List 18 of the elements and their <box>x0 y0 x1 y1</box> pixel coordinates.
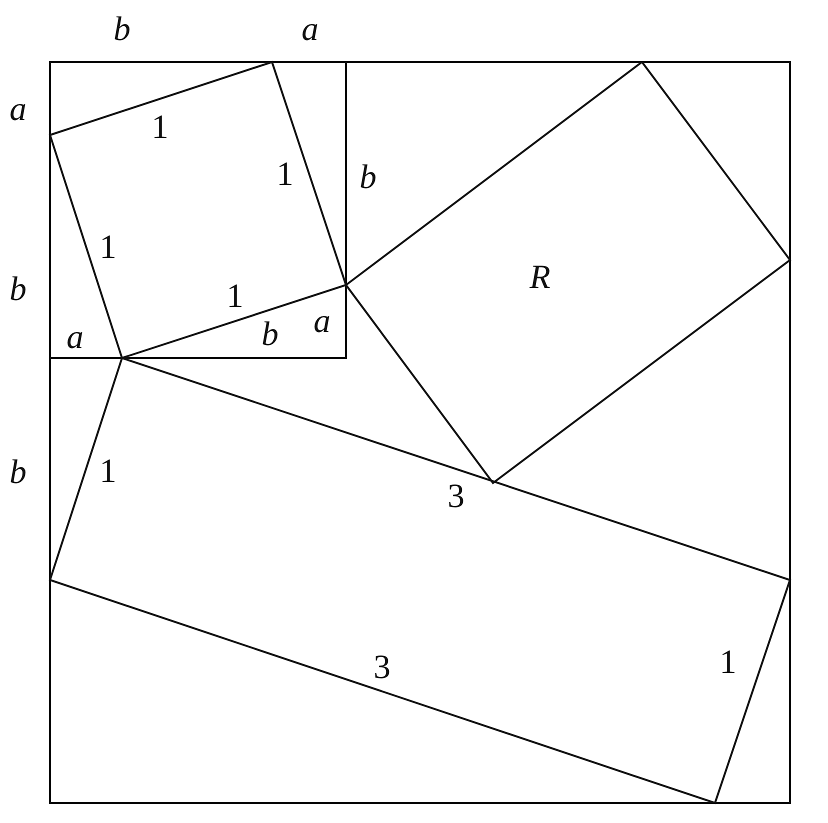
region-label: R <box>530 261 550 295</box>
side-length-label: 3 <box>448 480 464 514</box>
side-length-label: b <box>10 273 26 307</box>
side-length-label: 1 <box>226 280 244 314</box>
side-length-label: a <box>10 93 26 127</box>
side-length-label: b <box>360 161 376 195</box>
side-length-label: 1 <box>276 158 294 192</box>
side-length-label: 1 <box>152 111 168 145</box>
side-length-label: 3 <box>374 651 390 685</box>
side-length-label: a <box>302 13 318 47</box>
side-length-label: 1 <box>100 455 116 489</box>
side-length-label: b <box>114 13 130 47</box>
side-length-label: 1 <box>720 646 736 680</box>
side-length-label: b <box>262 318 278 352</box>
side-length-label: b <box>10 456 26 490</box>
side-length-label: 1 <box>100 231 116 265</box>
side-length-label: a <box>66 321 84 355</box>
side-length-label: a <box>314 305 330 339</box>
